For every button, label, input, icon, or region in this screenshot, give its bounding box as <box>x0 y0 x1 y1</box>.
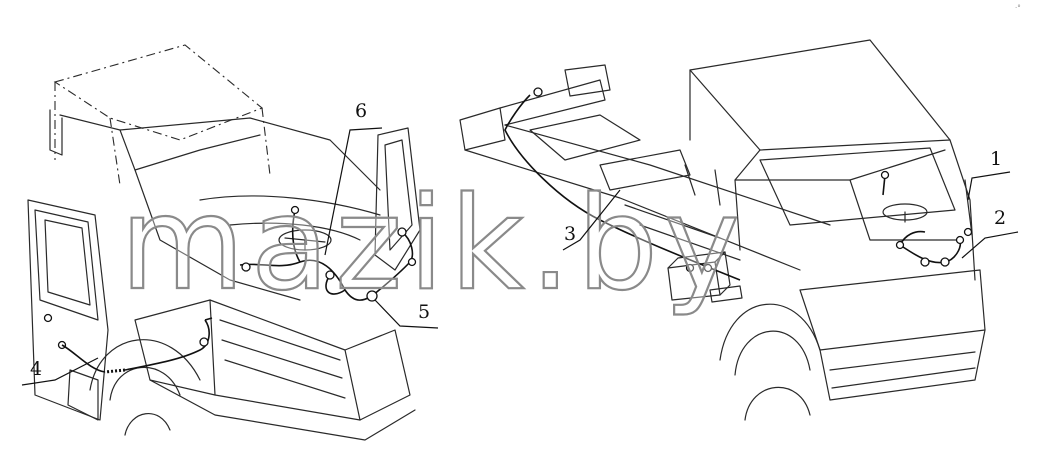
corner-mark: ·° <box>1015 4 1021 12</box>
callout-4: 4 <box>30 358 42 380</box>
callout-2: 2 <box>994 207 1006 229</box>
chassis-frame-drawing <box>459 64 831 303</box>
right-truck-drawing <box>689 39 986 421</box>
callout-1: 1 <box>990 148 1002 170</box>
callout-5: 5 <box>418 301 430 323</box>
watermark-text: mazik.by <box>120 170 746 319</box>
callout-6: 6 <box>355 100 367 122</box>
callout-leaders <box>21 127 1019 386</box>
left-truck-drawing <box>27 44 421 441</box>
callout-3: 3 <box>564 223 576 245</box>
